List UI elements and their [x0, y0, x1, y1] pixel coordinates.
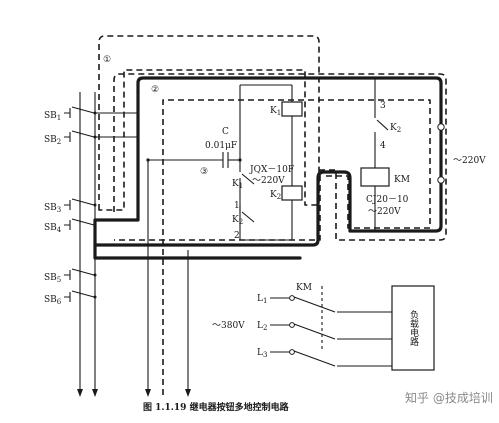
bold-wire-top-loop — [93, 76, 443, 247]
load-circuit-label: 负载电路 — [408, 309, 419, 347]
loop-3-label: ③ — [200, 167, 208, 177]
k1-coil-label: K1 — [270, 106, 281, 117]
relay-branch — [238, 84, 293, 241]
k2-coil-label: K2 — [270, 190, 281, 201]
relay-coil-k2 — [281, 185, 303, 201]
relay-model-label: JQX－10F — [249, 165, 294, 175]
k2-right-contact-label: K2 — [390, 123, 401, 134]
sb1-label: SB1 — [44, 111, 61, 122]
loop-1-label: ① — [103, 55, 111, 65]
arrow-head-bus-3 — [145, 389, 151, 397]
sb3-label: SB3 — [44, 203, 61, 214]
pushbutton-sb5 — [64, 268, 97, 280]
main-power-circuit — [270, 286, 392, 367]
figure-caption: 图 1.1.19 继电器按钮多地控制电路 — [143, 401, 290, 413]
bold-wire-bottom-return — [93, 248, 302, 260]
l3-label: L3 — [257, 348, 267, 359]
capacitor-c — [146, 152, 240, 168]
contactor-voltage-label: ～220V — [368, 207, 401, 217]
relay-voltage-label: ～220V — [252, 176, 285, 186]
sb5-label: SB5 — [44, 273, 61, 284]
bold-wire-left-trunk — [93, 90, 140, 252]
relay-coil-k1 — [281, 101, 303, 117]
pushbutton-sb3 — [64, 198, 97, 210]
load-circuit-box — [391, 285, 435, 371]
arrow-head-bus-4 — [185, 389, 191, 397]
pushbutton-sb6 — [64, 290, 97, 302]
contactor-branch — [374, 78, 389, 231]
pushbutton-tie-lines — [95, 112, 138, 138]
l2-label: L2 — [257, 321, 267, 332]
supply-380v-label: ～380V — [212, 321, 245, 331]
sb6-label: SB6 — [44, 295, 62, 306]
contactor-coil-km — [360, 167, 390, 187]
l1-label: L1 — [257, 294, 267, 305]
capacitor-label: C — [222, 127, 229, 137]
contactor-model-label: CJ20－10 — [366, 195, 409, 205]
supply-220v-terminals — [437, 123, 445, 184]
km-coil-label: KM — [394, 175, 410, 185]
loop-2-dashed-path — [113, 73, 447, 241]
loop-3-dashed-path — [162, 99, 431, 395]
sb4-label: SB4 — [44, 223, 62, 234]
pushbutton-sb4 — [64, 218, 97, 230]
pin-1-label: 1 — [234, 201, 240, 211]
km-main-contact-label: KM — [296, 283, 312, 293]
k1-contact-label: K1 — [232, 179, 243, 190]
pin-4-label: 4 — [380, 141, 386, 151]
arrow-head-bus-2 — [92, 389, 98, 397]
pin-2-label: 2 — [234, 231, 240, 241]
k2-contact-label: K2 — [232, 215, 243, 226]
capacitor-value: 0.01μF — [205, 141, 237, 151]
pin-3-label: 3 — [380, 101, 386, 111]
watermark: 知乎 @技成培训 — [405, 390, 493, 405]
loop-1-dashed-path — [98, 35, 320, 211]
arrow-head-bus-1 — [77, 389, 83, 397]
loop-2-label: ② — [151, 85, 159, 95]
supply-220v-label: ～220V — [453, 156, 486, 166]
sb2-label: SB2 — [44, 135, 61, 146]
